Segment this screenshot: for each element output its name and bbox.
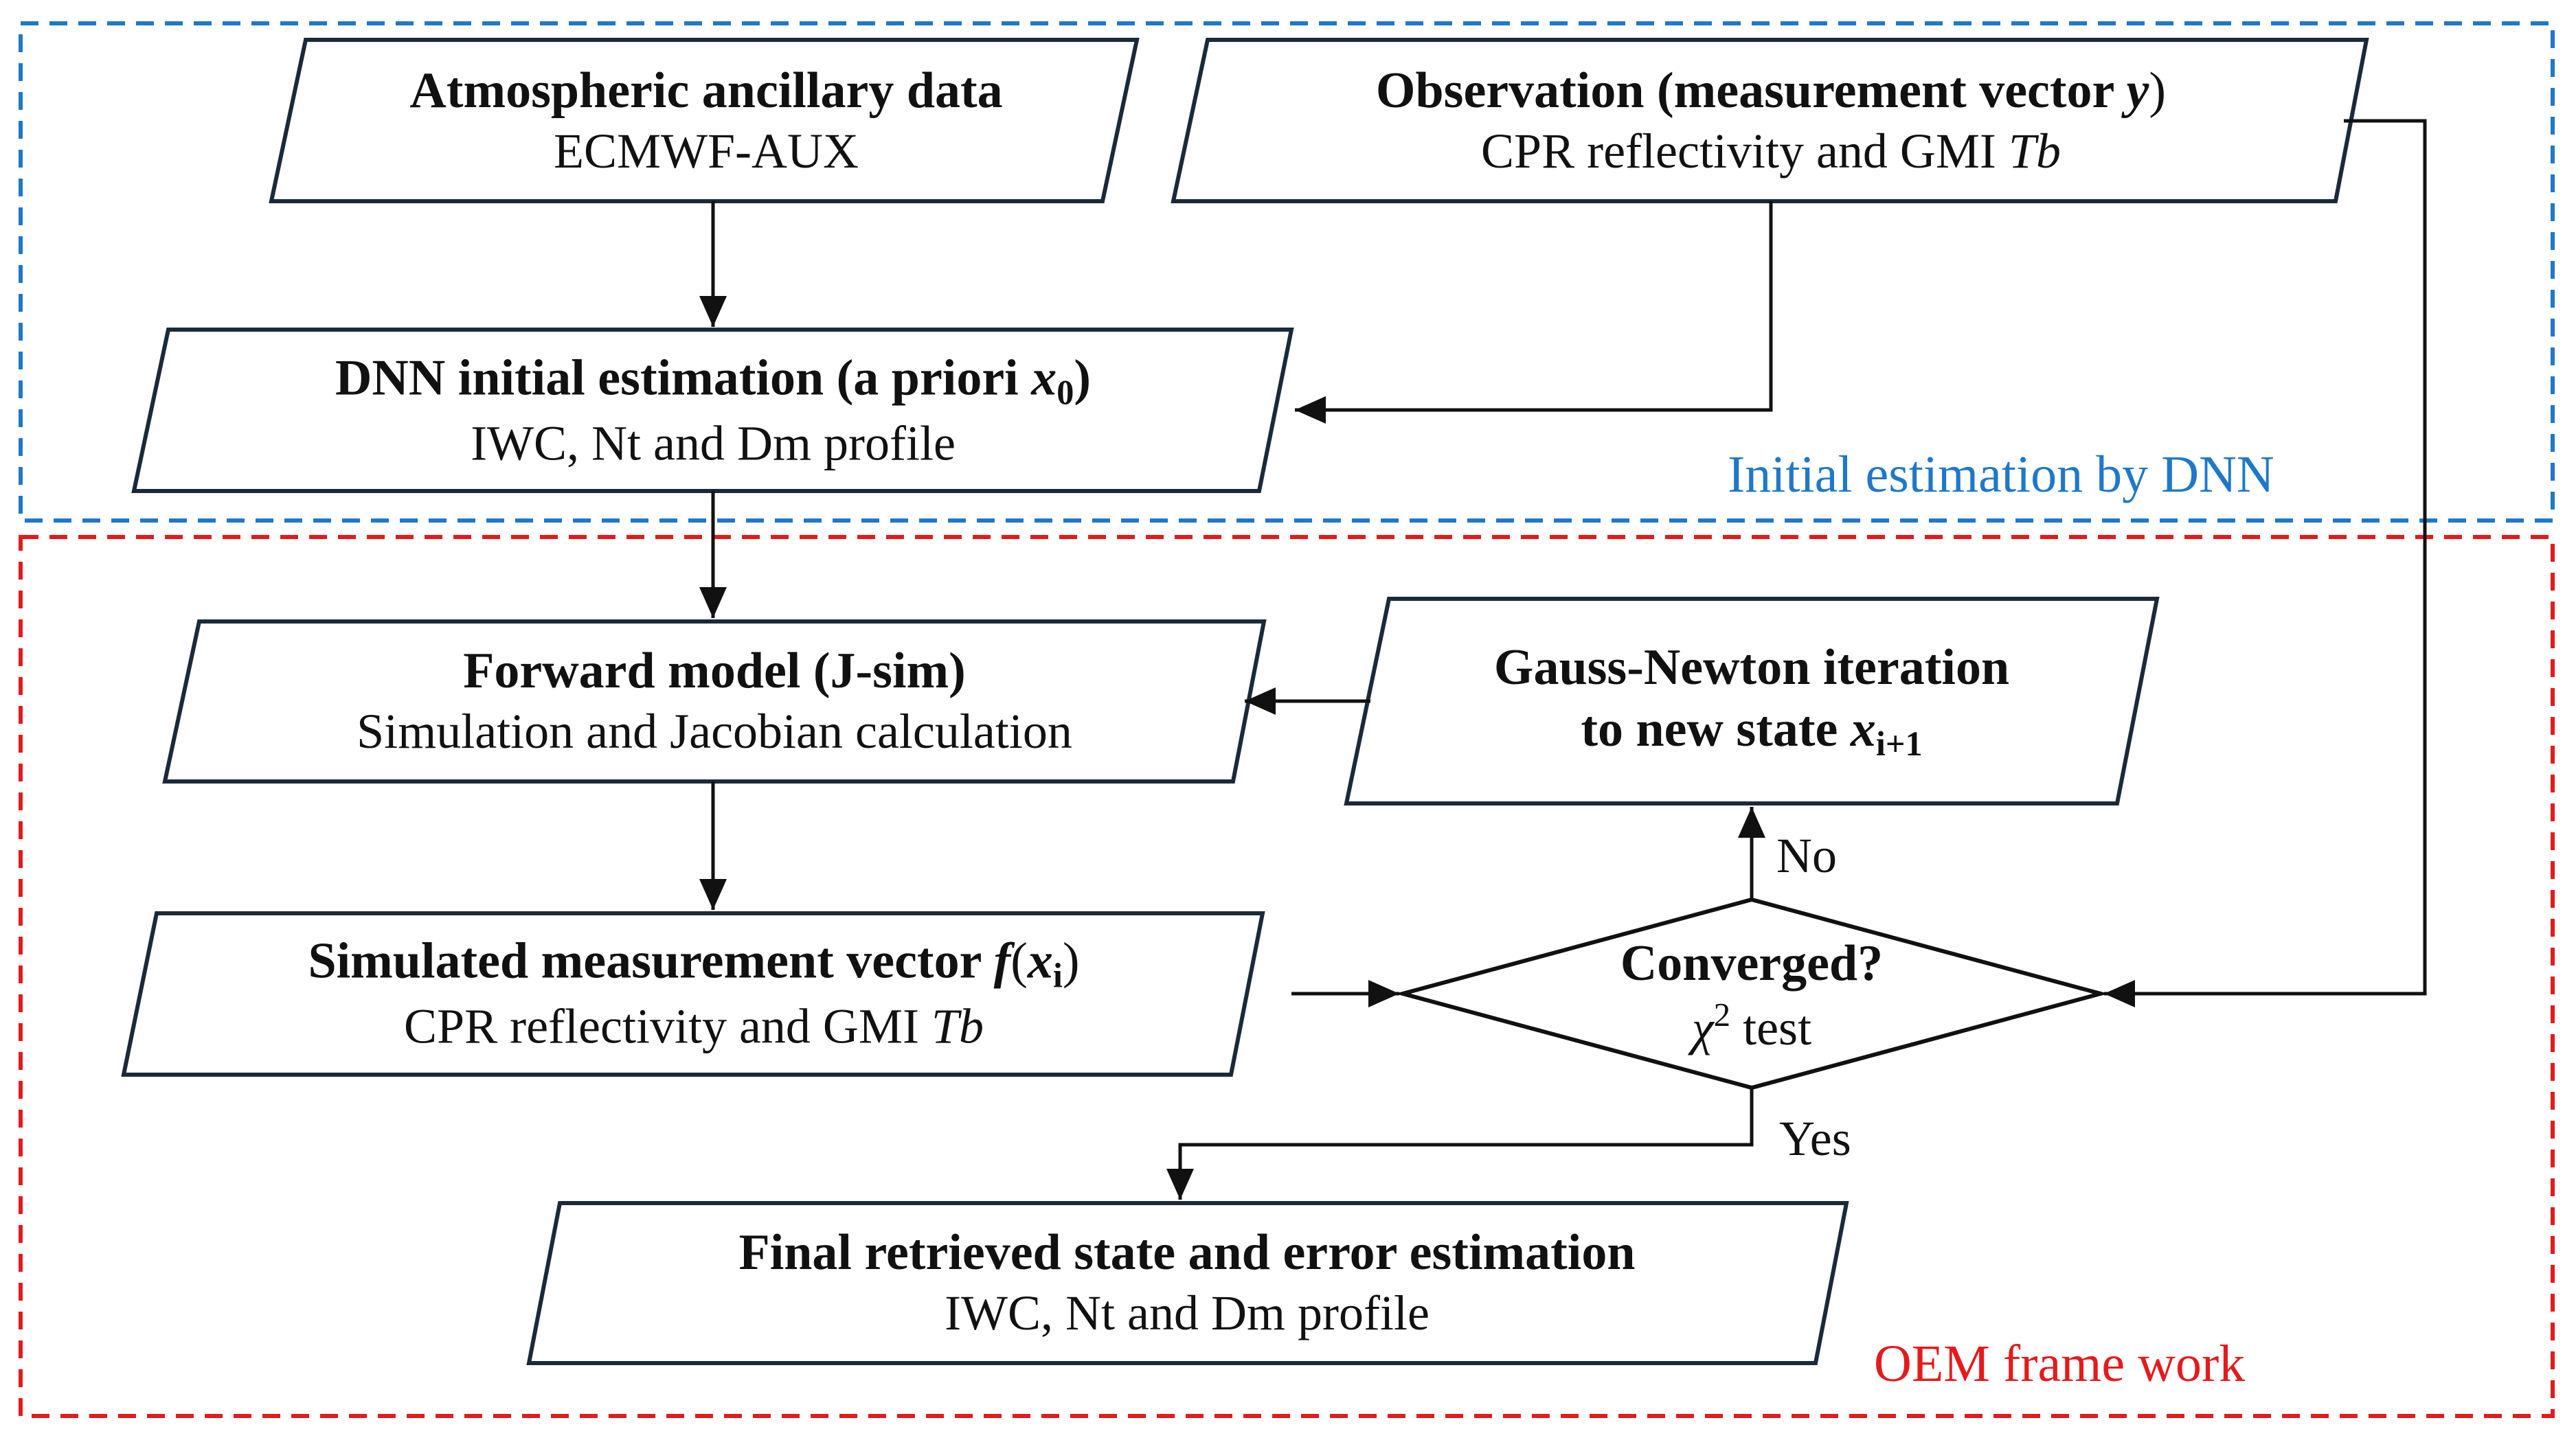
- observation-node-shape: [1171, 38, 2369, 203]
- final-node: Final retrieved state and error estimati…: [738, 1222, 1635, 1344]
- simulated-title-var: x: [1027, 933, 1053, 990]
- dnn-title-var: x: [1031, 350, 1057, 407]
- simulated-subtitle-text: CPR reflectivity and GMI: [404, 998, 931, 1054]
- ancillary-subtitle: ECMWF-AUX: [554, 124, 859, 179]
- arrow-observation-to-converged: [2104, 119, 2427, 1007]
- forward-title: Forward model (J-sim): [463, 642, 966, 699]
- forward-node: Forward model (J-sim) Simulation and Jac…: [357, 640, 1072, 762]
- gauss-node-shape: [1344, 597, 2160, 806]
- gauss-line2-subscript: i+1: [1875, 724, 1923, 764]
- gauss-line2-text: to new state: [1581, 701, 1851, 758]
- simulated-title: Simulated measurement vector f(xi): [308, 930, 1079, 996]
- gauss-line2-var: x: [1850, 701, 1876, 758]
- final-subtitle: IWC, Nt and Dm profile: [945, 1286, 1430, 1341]
- ancillary-title: Atmospheric ancillary data: [409, 62, 1003, 119]
- observation-subtitle-var: Tb: [2008, 124, 2061, 179]
- dnn-title-text: DNN initial estimation (a priori: [335, 350, 1032, 407]
- final-node-shape: [526, 1201, 1849, 1365]
- converged-node: Converged? χ2 test: [1620, 933, 1883, 1059]
- arrow-converged-to-final: [1166, 1088, 1754, 1200]
- gauss-node: Gauss-Newton iteration to new state xi+1: [1494, 637, 2009, 766]
- final-title: Final retrieved state and error estimati…: [738, 1224, 1636, 1281]
- observation-title: Observation (measurement vector y): [1376, 60, 2166, 122]
- edge-label-yes: Yes: [1779, 1111, 1851, 1166]
- forward-subtitle: Simulation and Jacobian calculation: [357, 704, 1072, 759]
- dnn-region-label: Initial estimation by DNN: [1728, 446, 2274, 503]
- simulated-title-text: Simulated measurement vector: [308, 933, 994, 990]
- observation-subtitle: CPR reflectivity and GMI Tb: [1376, 122, 2166, 182]
- dnn-node: DNN initial estimation (a priori x0) IWC…: [335, 347, 1091, 474]
- dnn-subtitle: IWC, Nt and Dm profile: [471, 415, 956, 471]
- converged-chi: χ: [1691, 1001, 1714, 1056]
- dnn-title-subscript: 0: [1057, 373, 1074, 412]
- forward-node-shape: [162, 619, 1267, 784]
- dnn-title: DNN initial estimation (a priori x0): [335, 347, 1091, 413]
- simulated-node: Simulated measurement vector f(xi) CPR r…: [308, 930, 1079, 1057]
- converged-chi-superscript: 2: [1713, 996, 1731, 1034]
- observation-title-var: y: [2126, 62, 2149, 119]
- dnn-node-shape: [131, 328, 1294, 493]
- dnn-region-border: [19, 21, 2555, 523]
- oem-region-label: OEM frame work: [1874, 1335, 2246, 1393]
- simulated-subtitle-var: Tb: [931, 998, 984, 1054]
- arrow-observation-to-dnn: [1295, 201, 1773, 424]
- gauss-line2: to new state xi+1: [1494, 698, 2009, 765]
- observation-title-text: Observation (measurement vector: [1375, 62, 2127, 119]
- converged-title: Converged?: [1620, 935, 1884, 992]
- simulated-subtitle: CPR reflectivity and GMI Tb: [308, 997, 1079, 1058]
- oem-region-border: [19, 535, 2555, 1418]
- observation-node: Observation (measurement vector y) CPR r…: [1376, 60, 2166, 182]
- ancillary-node: Atmospheric ancillary data ECMWF-AUX: [409, 60, 1002, 182]
- simulated-title-open: (: [1010, 933, 1028, 990]
- ancillary-node-shape: [269, 38, 1140, 203]
- simulated-title-close: ): [1062, 933, 1080, 990]
- simulated-title-subscript: i: [1052, 956, 1063, 995]
- simulated-title-f: f: [993, 933, 1011, 990]
- gauss-line1: Gauss-Newton iteration: [1493, 639, 2010, 696]
- observation-title-close: ): [2149, 62, 2167, 119]
- converged-subtitle-text: test: [1730, 1001, 1812, 1056]
- edge-label-no: No: [1776, 828, 1837, 883]
- converged-subtitle: χ2 test: [1620, 994, 1883, 1059]
- observation-subtitle-text: CPR reflectivity and GMI: [1481, 124, 2009, 179]
- simulated-node-shape: [121, 911, 1265, 1077]
- dnn-title-close: ): [1074, 350, 1092, 407]
